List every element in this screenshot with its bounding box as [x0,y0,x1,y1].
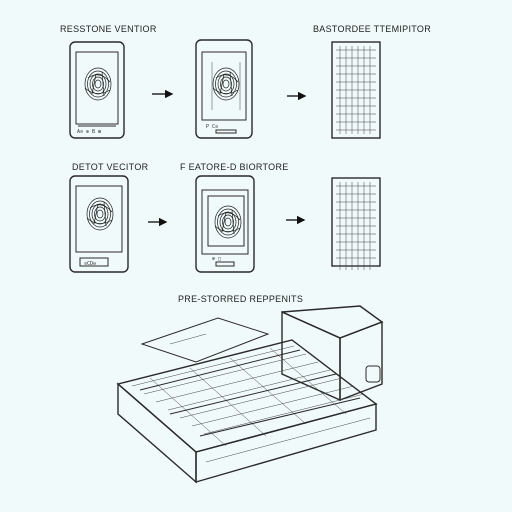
phone-1-text: A≡ ⊕ B ⊞ [77,129,101,135]
phone-4 [195,175,255,273]
fingerprint-icon [212,67,240,101]
fingerprint-icon [86,197,114,231]
phone-3-text: ≡CD⊖ [84,261,96,267]
label-bottom: PRE-STORRED REPPENITS [178,294,304,304]
label-top-left: RESSTONE VENTIOR [60,24,157,34]
database-tray-icon [116,305,384,484]
phone-3 [69,175,129,273]
phone-1 [69,41,125,139]
fingerprint-icon [214,205,242,239]
label-top-right: BASTORDEE TTEMIPITOR [313,24,432,34]
phone-2 [195,39,253,139]
label-mid-center: F EATORE-D BIORTORE [180,162,289,172]
label-mid-left: DETOT VECITOR [72,162,149,172]
template-grid-2 [331,177,381,271]
phone-4-text: ⊕ □ [212,256,221,262]
template-grid-1 [331,41,381,139]
phone-2-text: P C≡ [206,124,218,130]
fingerprint-icon [84,67,112,101]
